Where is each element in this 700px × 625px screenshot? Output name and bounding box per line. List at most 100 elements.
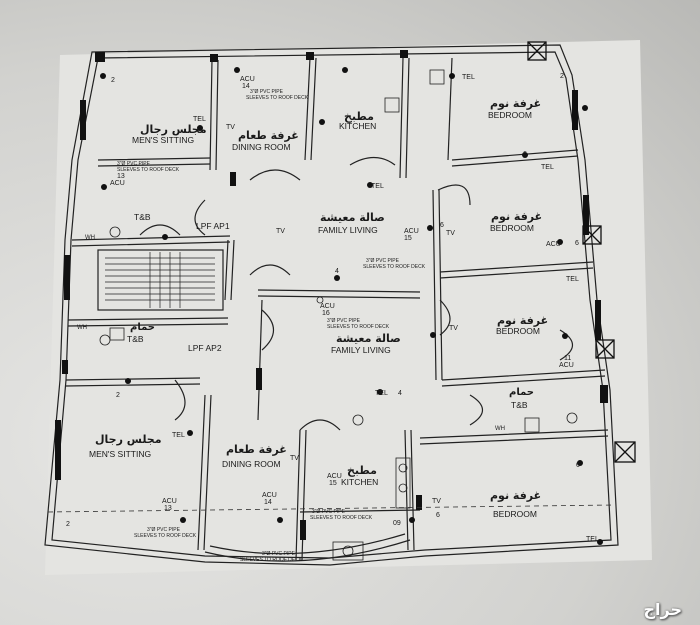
room-label-en: T&B (511, 400, 528, 410)
room-label-en: KITCHEN (341, 477, 379, 487)
circuit-number: 2 (560, 73, 564, 80)
circuit-number: 2 (111, 77, 115, 84)
acu-label: ACU (404, 228, 419, 235)
pipe-note: SLEEVES TO ROOF DECK (246, 95, 309, 101)
tv-label: TV (446, 230, 455, 237)
vent-boxes (527, 41, 636, 463)
acu-label: ACU (320, 303, 335, 310)
pipe-note: SLEEVES TO ROOF DECK (327, 324, 390, 330)
room-label-ar: حمام (509, 387, 534, 398)
acu-number: 14 (242, 83, 250, 90)
room-label-ar: حمام (130, 322, 155, 333)
room-label-ar: مطبخ (347, 464, 377, 477)
circuit-number: 09 (393, 520, 401, 527)
room-label-ar: صالة معيشة (336, 332, 401, 345)
site-watermark: حراج (643, 600, 683, 619)
stair-treads (105, 252, 215, 308)
tel-label: TEL (172, 432, 185, 439)
acu-label: ACU (327, 473, 342, 480)
pipe-note: 3"Ø PVC PIPE (312, 509, 345, 515)
room-label-en: BEDROOM (493, 509, 537, 519)
pipe-note: 3"Ø PVC PIPE (262, 551, 295, 557)
circuit-number: 2 (66, 521, 70, 528)
pipe-note: SLEEVES TO ROOF DECK (117, 167, 180, 173)
room-label-ar: غرفة نوم (490, 489, 542, 502)
room-label-ar: مطبخ (344, 110, 374, 123)
acu-number: 11 (564, 355, 572, 362)
room-label-en: BEDROOM (490, 223, 534, 233)
room-label-en: MEN'S SITTING (132, 135, 195, 145)
pipe-note: SLEEVES TO ROOF DECK (363, 264, 426, 270)
circuit-number: 4 (335, 268, 339, 275)
circuit-number: 2 (116, 392, 120, 399)
room-label-ar: غرفة نوم (491, 210, 543, 223)
pipe-note: SLEEVES TO ROOF DECK (310, 515, 373, 521)
acu-label: ACU (240, 76, 255, 83)
pipe-note: SLEEVES TO ROOF DECK (240, 557, 303, 563)
section-line (47, 504, 615, 513)
tv-label: TV (276, 228, 285, 235)
pipe-note: 3"Ø PVC PIPE (250, 89, 283, 95)
tel-label: TEL (462, 74, 475, 81)
acu-label: ACU (110, 180, 125, 187)
tv-label: TV (290, 455, 299, 462)
acu-number: 13 (117, 173, 125, 180)
acu-label: ACU (546, 241, 561, 248)
room-label-en: T&B (127, 334, 144, 344)
room-label-ar: مجلس رجال (95, 433, 162, 446)
tel-label: TEL (541, 164, 554, 171)
acu-number: 14 (264, 499, 272, 506)
acu-label: ACU (262, 492, 277, 499)
room-label-ar: مجلس رجال (140, 123, 207, 136)
circuit-number: 6 (440, 222, 444, 229)
room-label-ar: غرفة طعام (226, 443, 287, 456)
windows (55, 50, 608, 540)
room-label-ar: صالة معيشة (320, 211, 385, 224)
room-label-en: FAMILY LIVING (331, 345, 391, 355)
room-label-en: DINING ROOM (222, 459, 281, 469)
tel-label: TEL (566, 276, 579, 283)
acu-number: 13 (164, 505, 172, 512)
acu-number: 16 (322, 310, 330, 317)
fixtures (99, 69, 578, 561)
room-label-en: KITCHEN (339, 121, 377, 131)
pipe-note: 3"Ø PVC PIPE (327, 318, 360, 324)
water-heater-label: WH (77, 325, 87, 331)
panel-label: LPF AP1 (196, 221, 230, 231)
pipe-note: 3"Ø PVC PIPE (366, 258, 399, 264)
room-label-ar: غرفة نوم (490, 97, 542, 110)
room-label-en: T&B (134, 212, 151, 222)
room-label-en: BEDROOM (496, 326, 540, 336)
room-label-ar: غرفة طعام (238, 129, 299, 142)
acu-number: 15 (329, 480, 337, 487)
water-heater-label: WH (85, 235, 95, 241)
acu-label: ACU (162, 498, 177, 505)
walls (44, 44, 619, 566)
pipe-note: 3"Ø PVC PIPE (147, 527, 180, 533)
circuit-number: 6 (523, 151, 527, 158)
room-label-en: FAMILY LIVING (318, 225, 378, 235)
acu-number: 15 (404, 235, 412, 242)
outlet-symbols (100, 67, 603, 545)
room-label-en: MEN'S SITTING (89, 449, 152, 459)
tel-label: TEL (193, 116, 206, 123)
tv-label: TV (226, 124, 235, 131)
tel-label: TEL (375, 390, 388, 397)
circuit-number: 6 (575, 240, 579, 247)
circuit-number: 6 (576, 462, 580, 469)
paper-sheet (45, 40, 652, 575)
tel-label: TEL (586, 536, 599, 543)
circuit-number: 4 (398, 390, 402, 397)
tv-label: TV (449, 325, 458, 332)
panel-label: LPF AP2 (188, 343, 222, 353)
acu-label: ACU (559, 362, 574, 369)
room-label-en: BEDROOM (488, 110, 532, 120)
room-label-ar: غرفة نوم (497, 314, 549, 327)
tv-label: TV (432, 498, 441, 505)
tel-label: TEL (371, 183, 384, 190)
pipe-note: SLEEVES TO ROOF DECK (134, 533, 197, 539)
pipe-note: 3"Ø PVC PIPE (117, 161, 150, 167)
room-label-en: DINING ROOM (232, 142, 291, 152)
